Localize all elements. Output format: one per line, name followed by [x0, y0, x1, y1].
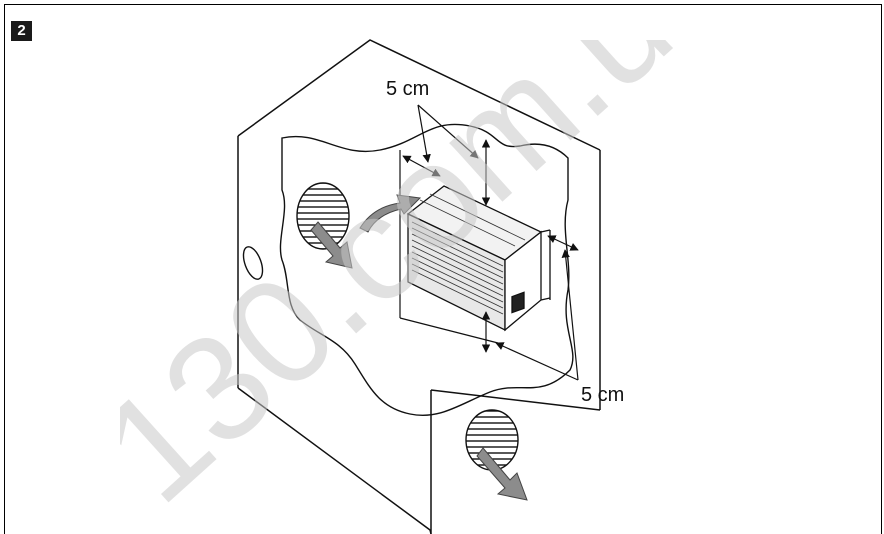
inverter-device: [406, 185, 551, 332]
device-socket: [511, 291, 525, 314]
airflow-arrow-left-exhaust: [310, 221, 353, 269]
clearance-label-top: 5 cm: [386, 78, 430, 100]
airflow-arrows: [310, 194, 528, 501]
airflow-arrow-intake: [359, 194, 422, 233]
cabinet: [237, 39, 601, 534]
clearance-left-horizontal: [402, 155, 441, 177]
leader-bottom-2: [561, 249, 579, 381]
mounting-bracket: [540, 229, 551, 233]
figure-frame: [4, 4, 882, 534]
clearance-arrows: [402, 104, 579, 381]
clearance-right-horizontal: [547, 235, 579, 251]
handle-slot: [242, 246, 264, 280]
cabinet-inner-corner: [399, 150, 499, 344]
device-heatsink-fins: [411, 193, 526, 315]
leader-top-2: [417, 104, 479, 159]
cabinet-bottom-edges: [237, 387, 432, 534]
airflow-arrow-bottom-exhaust: [476, 447, 528, 501]
cutaway-edge: [279, 123, 574, 416]
cabinet-bottom-right: [430, 389, 601, 411]
clearance-label-bottom: 5 cm: [581, 384, 625, 406]
leader-bottom-1: [495, 342, 579, 381]
left-vent: [296, 182, 350, 250]
cabinet-top-edge: [237, 39, 601, 151]
figure-number-badge: 2: [11, 21, 32, 41]
leader-top-1: [417, 104, 431, 163]
